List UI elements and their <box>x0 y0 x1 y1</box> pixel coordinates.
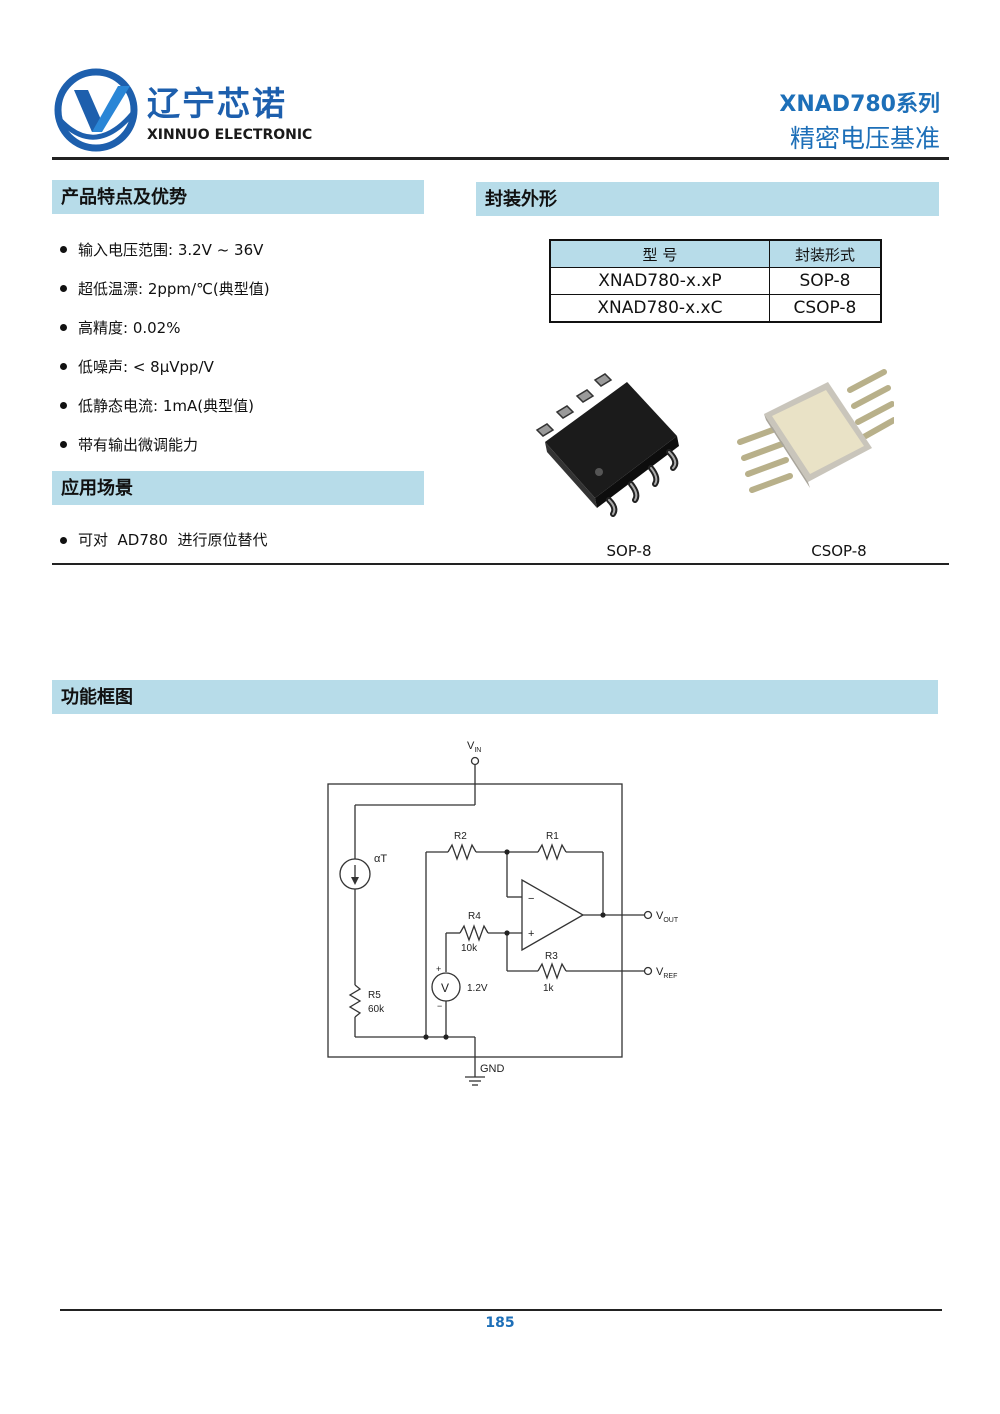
features-list: 输入电压范围: 3.2V ~ 36V 超低温漂: 2ppm/℃(典型值) 高精度… <box>60 230 430 464</box>
source-minus-sign: − <box>437 1001 442 1011</box>
alpha-t-label: αT <box>374 853 387 865</box>
r4-value: 10k <box>461 943 478 954</box>
footer-divider <box>60 1309 942 1311</box>
list-item: 输入电压范围: 3.2V ~ 36V <box>60 230 430 269</box>
table-row: XNAD780-x.xP SOP-8 <box>549 267 882 295</box>
bullet-icon <box>60 246 67 253</box>
company-logo-icon <box>54 68 138 152</box>
opamp-plus-sign: + <box>528 928 534 940</box>
bullet-icon <box>60 536 67 544</box>
bullet-icon <box>60 363 67 370</box>
vin-label: VIN <box>467 740 481 754</box>
list-item: 低噪声: < 8μVpp/V <box>60 347 430 386</box>
table-row: XNAD780-x.xC CSOP-8 <box>549 294 882 323</box>
column-header-model: 型 号 <box>549 239 770 268</box>
table-cell: SOP-8 <box>768 267 882 295</box>
applications-section-title: 应用场景 <box>52 471 424 505</box>
sop8-chip-image <box>535 373 679 517</box>
functional-block-diagram: VIN αT R2 R1 R4 10k R3 1k R5 60k V 1.2V … <box>327 740 679 1086</box>
csop8-chip-image <box>737 369 894 493</box>
source-plus-sign: + <box>436 964 441 974</box>
bullet-icon <box>60 441 67 448</box>
r5-value: 60k <box>368 1004 385 1015</box>
header-divider <box>52 157 949 160</box>
list-item: 带有输出微调能力 <box>60 425 430 464</box>
voltage-source-symbol: V <box>441 981 449 995</box>
vref-label: VREF <box>656 966 677 980</box>
column-header-package: 封装形式 <box>768 239 882 268</box>
r2-label: R2 <box>454 831 467 842</box>
block-diagram-section-title: 功能框图 <box>52 680 938 714</box>
list-item: 低静态电流: 1mA(典型值) <box>60 386 430 425</box>
table-header-row: 型 号 封装形式 <box>549 239 882 268</box>
applications-list: 可对 AD780 进行原位替代 <box>60 525 430 555</box>
vout-label: VOUT <box>656 910 679 924</box>
gnd-label: GND <box>480 1063 505 1075</box>
list-item: 高精度: 0.02% <box>60 308 430 347</box>
package-section-title: 封装外形 <box>476 182 939 216</box>
page-number: 185 <box>485 1315 515 1331</box>
csop8-caption: CSOP-8 <box>811 542 867 560</box>
r3-label: R3 <box>545 951 558 962</box>
table-cell: XNAD780-x.xC <box>549 294 770 323</box>
bullet-icon <box>60 285 67 292</box>
r3-value: 1k <box>543 983 555 994</box>
product-subtitle: 精密电压基准 <box>789 124 940 153</box>
list-item: 可对 AD780 进行原位替代 <box>60 525 430 555</box>
bullet-icon <box>60 324 67 331</box>
r5-label: R5 <box>368 990 381 1001</box>
brand-name-en: XINNUO ELECTRONIC <box>147 127 313 143</box>
r1-label: R1 <box>546 831 559 842</box>
bullet-icon <box>60 402 67 409</box>
source-voltage-label: 1.2V <box>467 983 488 994</box>
r4-label: R4 <box>468 911 481 922</box>
brand-name-cn: 辽宁芯诺 <box>147 84 287 123</box>
features-section-title: 产品特点及优势 <box>52 180 424 214</box>
product-series: XNAD780系列 <box>779 92 940 117</box>
table-cell: CSOP-8 <box>768 294 882 323</box>
opamp-minus-sign: − <box>528 893 534 905</box>
table-cell: XNAD780-x.xP <box>549 267 770 295</box>
section-divider <box>52 563 949 565</box>
list-item: 超低温漂: 2ppm/℃(典型值) <box>60 269 430 308</box>
sop8-caption: SOP-8 <box>606 542 652 560</box>
package-table: 型 号 封装形式 XNAD780-x.xP SOP-8 XNAD780-x.xC… <box>549 239 882 323</box>
